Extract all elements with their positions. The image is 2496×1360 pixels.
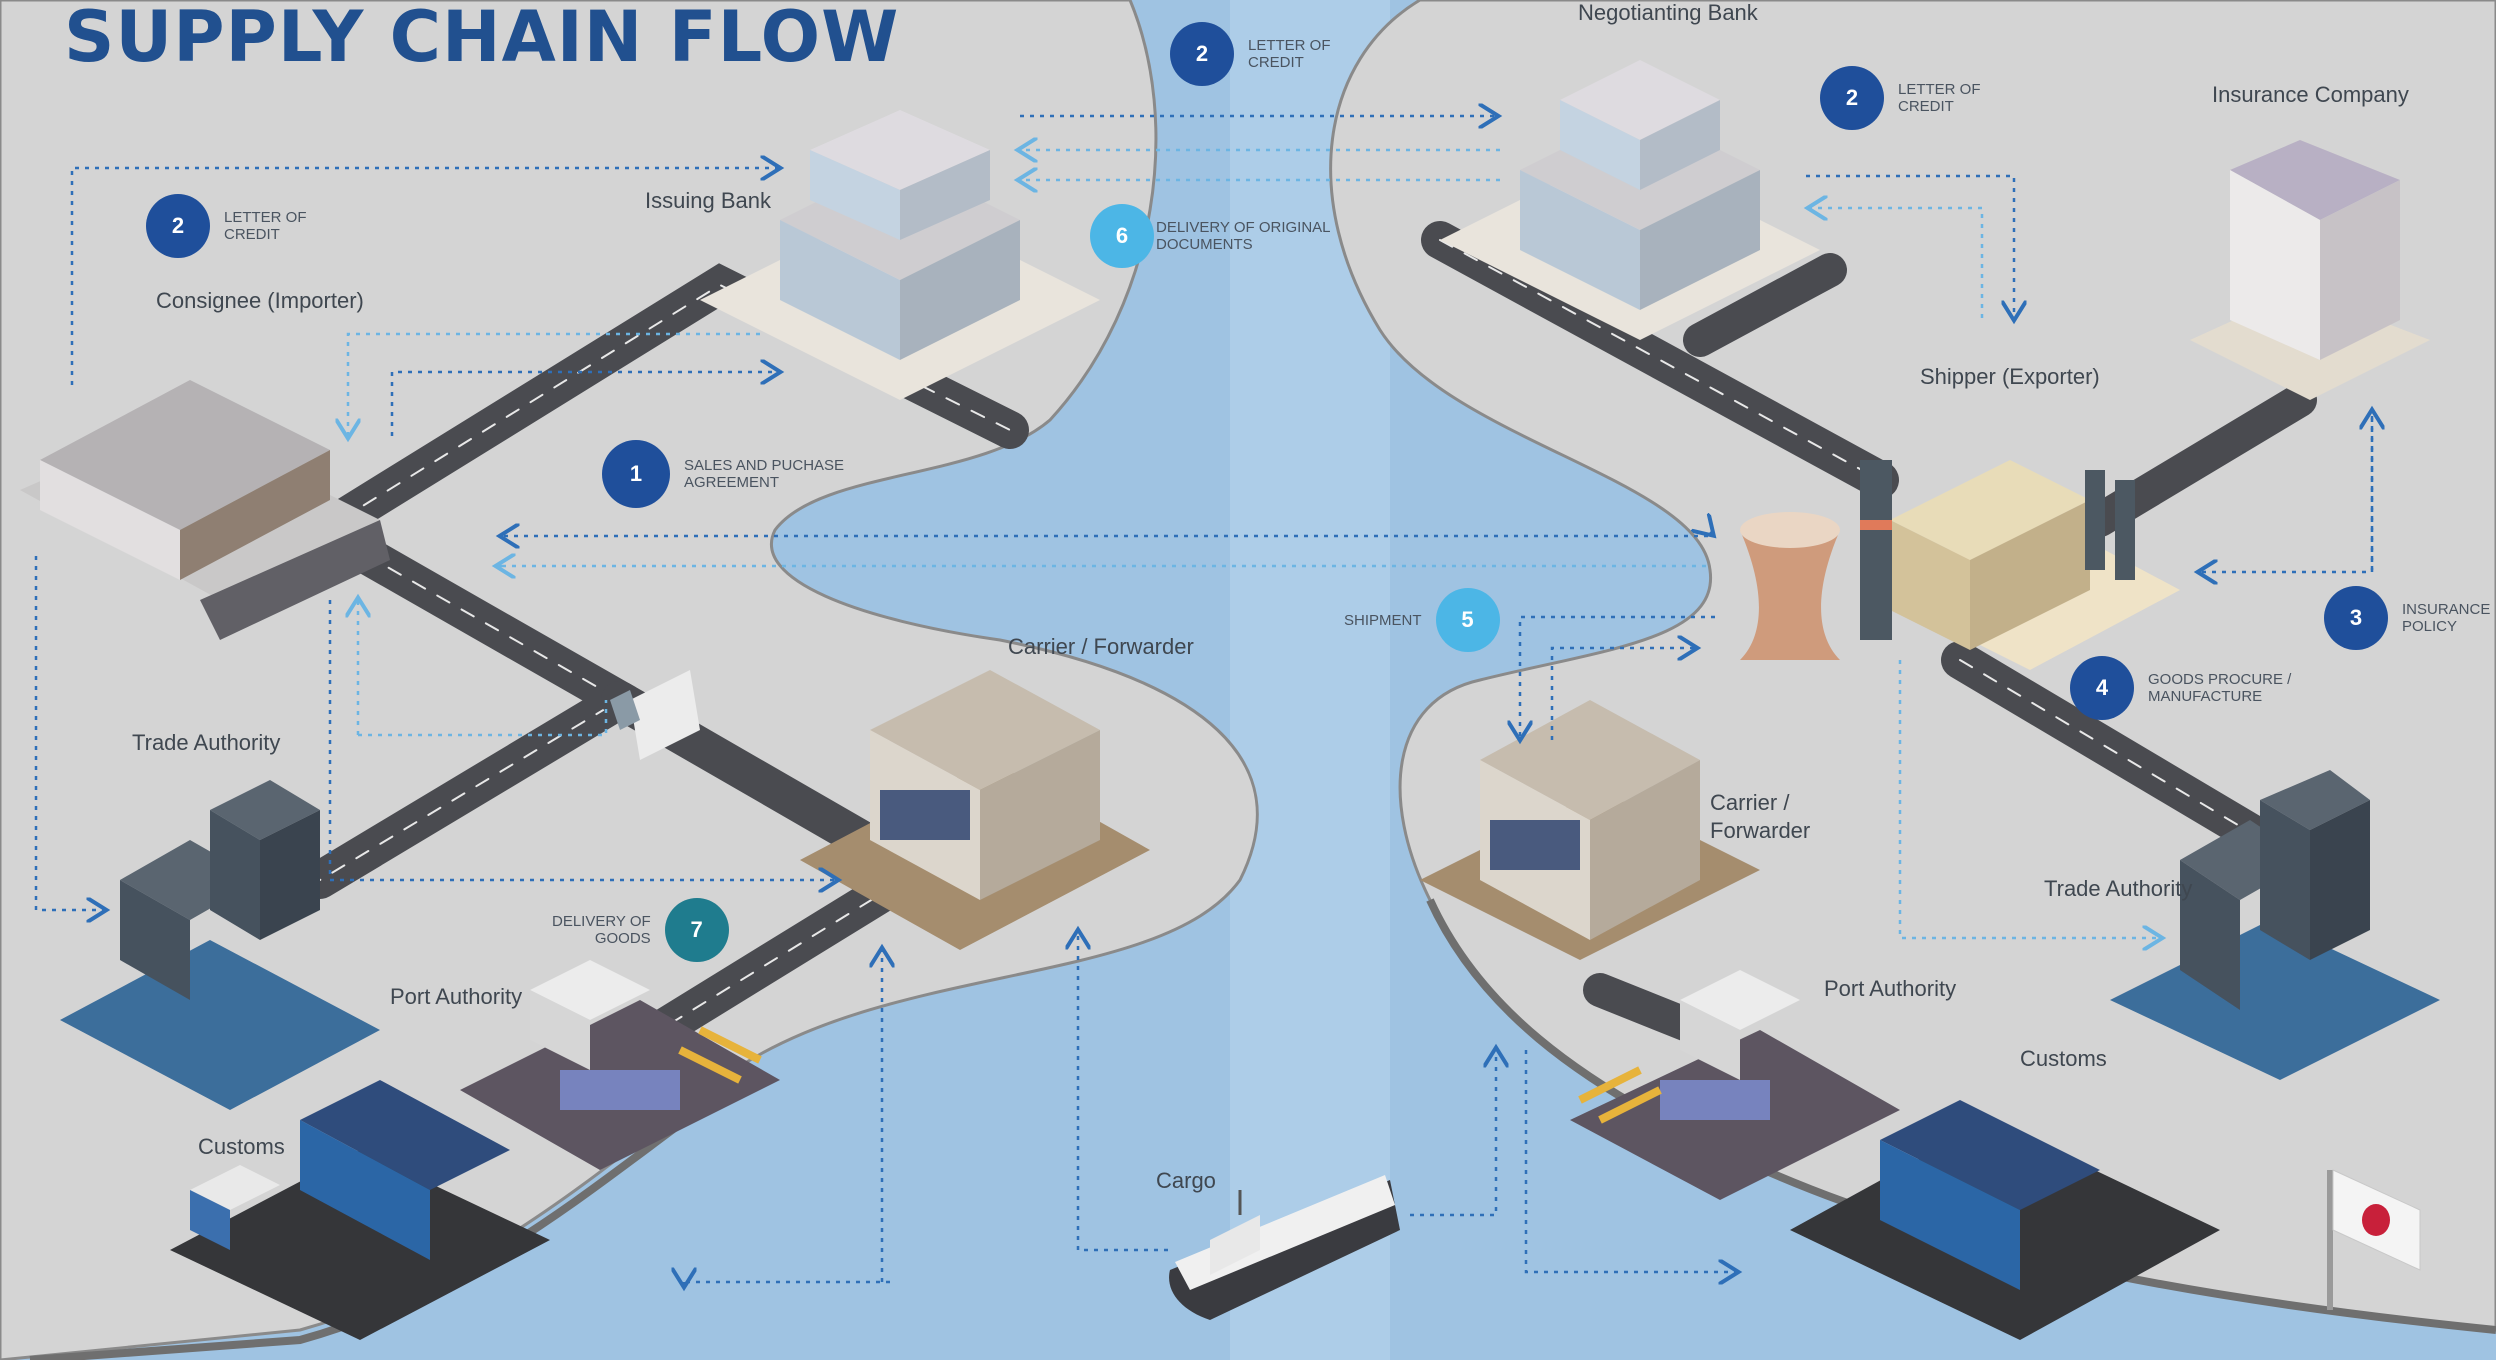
step-text: DELIVERY OF ORIGINAL DOCUMENTS	[1156, 219, 1331, 253]
page-title: SUPPLY CHAIN FLOW	[64, 0, 900, 78]
port-authority-right-label: Port Authority	[1824, 976, 1957, 1001]
consignee-warehouse	[20, 380, 390, 640]
cargo-ship	[1169, 1175, 1400, 1320]
step-text: GOODS PROCURE / MANUFACTURE	[2148, 671, 2292, 705]
step-number-badge: 2	[1820, 66, 1884, 130]
step-2-center: 2 LETTER OF CREDIT	[1170, 22, 1331, 86]
step-number-badge: 3	[2324, 586, 2388, 650]
issuing-bank-building	[700, 110, 1100, 400]
customs-right-warehouse	[1790, 1100, 2220, 1340]
step-text: DELIVERY OF GOODS	[552, 913, 651, 947]
step-1: 1 SALES AND PUCHASE AGREEMENT	[602, 440, 844, 508]
step-4: 4 GOODS PROCURE / MANUFACTURE	[2070, 656, 2291, 720]
step-number-badge: 5	[1435, 588, 1500, 652]
trade-authority-right-building	[2110, 770, 2440, 1080]
step-3: 3 INSURANCE POLICY	[2324, 586, 2490, 650]
step-text: SHIPMENT	[1344, 611, 1422, 629]
port-authority-left-label: Port Authority	[390, 984, 523, 1009]
trade-authority-left-label: Trade Authority	[132, 730, 281, 755]
carrier-left-label: Carrier / Forwarder	[1008, 634, 1194, 659]
step-number-badge: 6	[1090, 204, 1154, 268]
port-left-yard	[460, 960, 780, 1170]
step-text: LETTER OF CREDIT	[1248, 37, 1331, 71]
step-text: LETTER OF CREDIT	[1898, 81, 1981, 115]
customs-left-label: Customs	[198, 1134, 285, 1159]
negotiating-bank-building	[1440, 60, 1820, 340]
step-7: DELIVERY OF GOODS 7	[552, 898, 729, 962]
step-2-right: 2 LETTER OF CREDIT	[1820, 66, 1981, 130]
shipper-factory	[1740, 460, 2180, 670]
insurance-company-label: Insurance Company	[2212, 82, 2409, 107]
customs-right-label: Customs	[2020, 1046, 2107, 1071]
flow-arrows	[34, 116, 2372, 1285]
truck	[610, 670, 700, 760]
cargo-label: Cargo	[1156, 1168, 1216, 1193]
negotiating-bank-label: Negotianting Bank	[1578, 0, 1758, 25]
trade-authority-left-building	[60, 780, 380, 1110]
step-number-badge: 4	[2070, 656, 2134, 720]
step-6: 6 DELIVERY OF ORIGINAL DOCUMENTS	[1090, 204, 1331, 268]
customs-left-warehouse	[170, 1080, 550, 1340]
carrier-right-label-line1: Carrier /	[1710, 790, 1790, 815]
insurance-company-building	[2190, 140, 2430, 400]
step-5: SHIPMENT 5	[1344, 588, 1500, 652]
trade-authority-right-label: Trade Authority	[2044, 876, 2193, 901]
step-number-badge: 2	[146, 194, 210, 258]
shipper-label: Shipper (Exporter)	[1920, 364, 2100, 389]
issuing-bank-label: Issuing Bank	[645, 188, 771, 213]
step-number-badge: 1	[602, 440, 670, 508]
step-text: LETTER OF CREDIT	[224, 209, 307, 243]
step-number-badge: 2	[1170, 22, 1234, 86]
carrier-left-building	[800, 670, 1150, 950]
step-2-left: 2 LETTER OF CREDIT	[146, 194, 307, 258]
consignee-label: Consignee (Importer)	[156, 288, 364, 313]
port-right-yard	[1570, 970, 1900, 1200]
step-text: INSURANCE POLICY	[2402, 601, 2491, 635]
japan-flag	[2327, 1169, 2421, 1310]
carrier-right-label-line2: Forwarder	[1710, 818, 1811, 843]
carrier-right-building	[1420, 700, 1760, 960]
step-number-badge: 7	[664, 898, 729, 962]
step-text: SALES AND PUCHASE AGREEMENT	[684, 457, 845, 491]
